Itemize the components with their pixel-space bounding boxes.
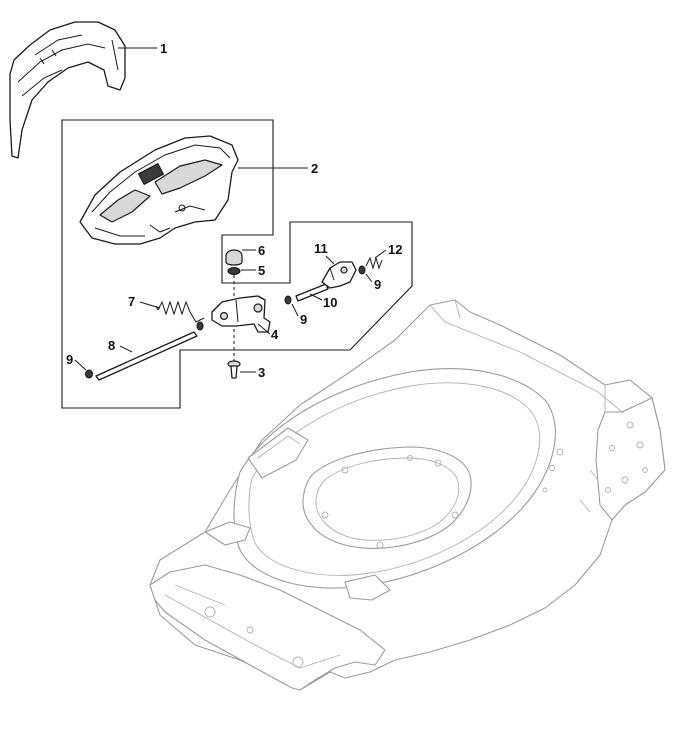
part-11-latch (321, 261, 357, 289)
part-9-washer-b (284, 295, 292, 305)
callout-1: 1 (160, 41, 167, 56)
assembly-frame (61, 119, 413, 409)
callout-6: 6 (258, 243, 265, 258)
callout-9a: 9 (66, 352, 73, 367)
callout-2: 2 (311, 161, 318, 176)
part-9-washer-c (358, 265, 366, 275)
part-3-screw (227, 360, 241, 379)
part-12-spring (365, 256, 383, 270)
part-9-washer-a (85, 369, 93, 379)
callout-3: 3 (258, 365, 265, 380)
callout-11: 11 (314, 241, 328, 256)
leader-lines (74, 47, 387, 373)
callout-8: 8 (108, 338, 115, 353)
callout-7: 7 (128, 294, 135, 309)
callout-10: 10 (323, 295, 337, 310)
callout-4: 4 (271, 327, 279, 342)
part-5-nut (227, 267, 241, 275)
mower-deck (149, 299, 666, 691)
part-8-rod (95, 331, 198, 381)
part-4-bracket (211, 295, 271, 333)
callout-9c: 9 (374, 277, 381, 292)
part-10-pin (295, 283, 329, 302)
callout-12: 12 (388, 242, 402, 257)
part-9-washer-d (196, 321, 204, 331)
callout-labels: 1 2 3 4 5 6 7 8 9 9 9 10 11 12 (66, 41, 402, 380)
part-7-spring (155, 300, 205, 323)
part-2-housing (79, 135, 239, 245)
callout-5: 5 (258, 263, 265, 278)
part-6-cap (225, 249, 243, 266)
part-1-top-cover (9, 21, 126, 159)
callout-9b: 9 (300, 312, 307, 327)
